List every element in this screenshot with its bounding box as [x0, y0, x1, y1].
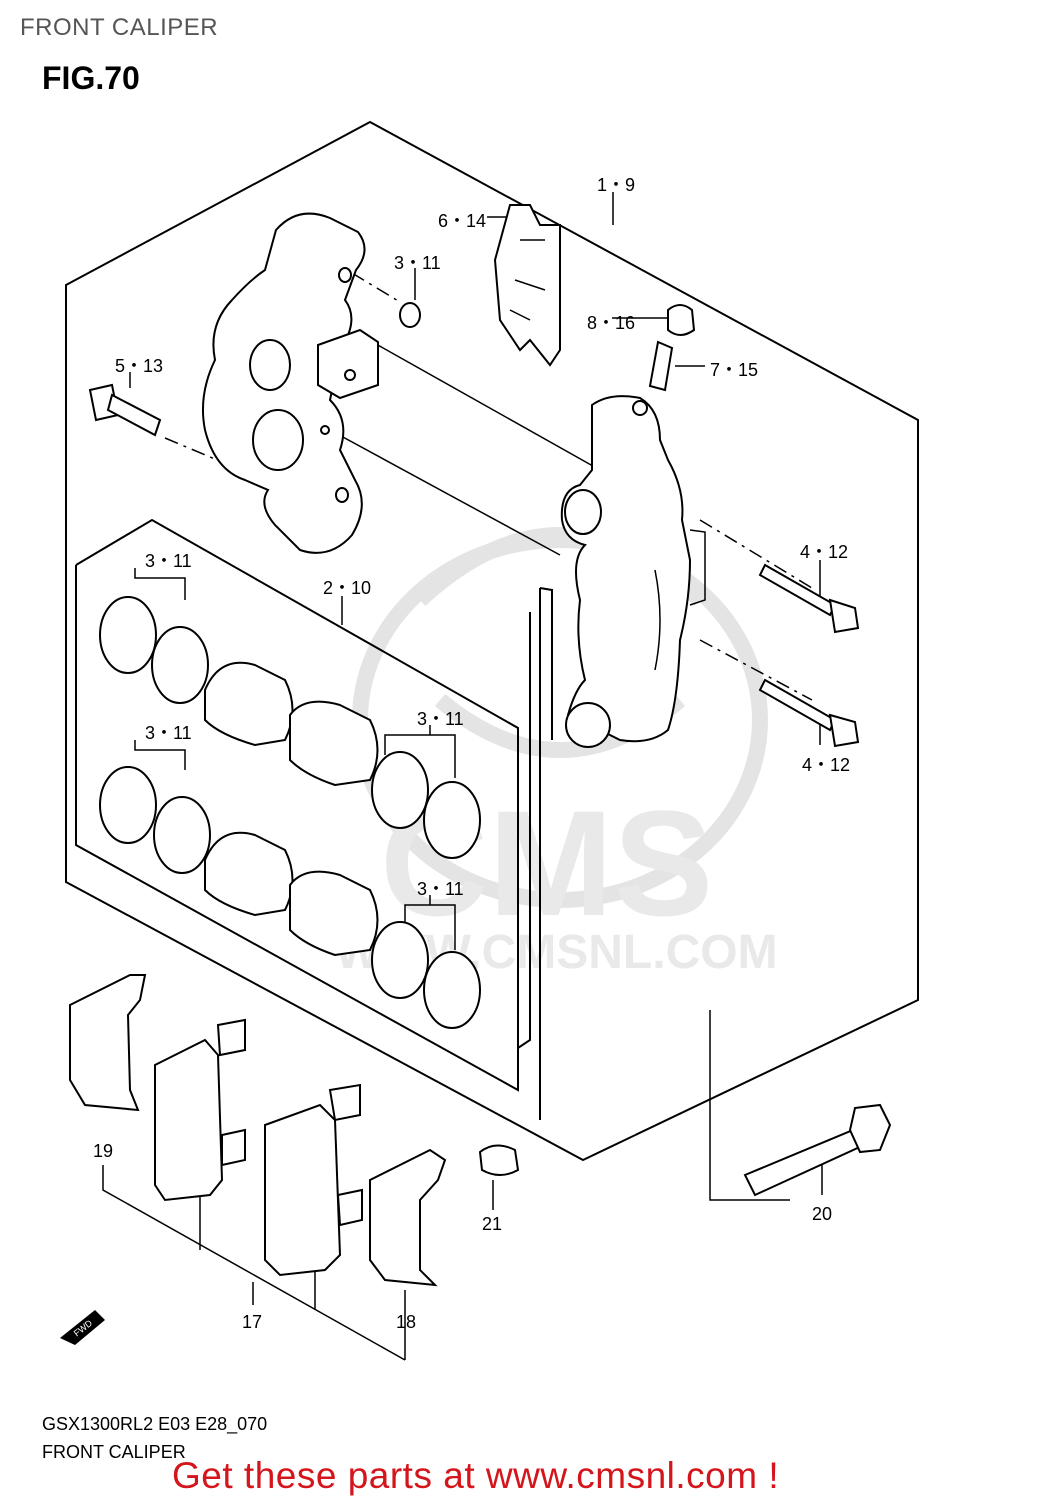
- callout-1-9: 1・9: [597, 175, 636, 195]
- brake-pad-left: [154, 1038, 224, 1202]
- callout-21: 21: [482, 1214, 503, 1234]
- callout-20: 20: [812, 1204, 833, 1224]
- callout-3-11-left-upper: 3・11: [145, 551, 192, 571]
- brake-pad-right: [264, 1103, 342, 1277]
- callout-4-12-lower: 4・12: [802, 755, 851, 775]
- callout-3-11-right-lower: 3・11: [417, 879, 464, 899]
- callout-18: 18: [396, 1312, 417, 1332]
- callout-7-15: 7・15: [710, 360, 759, 380]
- bleeder-valve: [648, 340, 674, 392]
- callout-3-11-right-upper: 3・11: [417, 709, 464, 729]
- washer-top: [399, 302, 421, 328]
- mounting-bolt-20: [743, 1103, 892, 1197]
- footer-title: FRONT CALIPER: [42, 1442, 186, 1462]
- callout-2-10: 2・10: [323, 578, 372, 598]
- callout-19: 19: [93, 1141, 114, 1161]
- caliper-body-right: [560, 395, 706, 748]
- piston-seals: [99, 596, 481, 1029]
- mounting-bolt-5: [88, 383, 162, 437]
- figure-label: FIG.70: [42, 60, 140, 96]
- pad-spring: [493, 204, 561, 367]
- piston-group-boundary: [75, 518, 531, 1092]
- spacer-collar: [478, 1144, 520, 1176]
- leader-lines: [102, 192, 823, 1361]
- pad-shim-18: [369, 1148, 447, 1287]
- pad-shim-19: [69, 974, 147, 1112]
- callout-5-13: 5・13: [115, 356, 164, 376]
- callout-4-12-upper: 4・12: [800, 542, 849, 562]
- assembly-boundary: [65, 120, 919, 1162]
- caliper-pin-lower: [758, 678, 860, 748]
- caliper-body-left: [202, 212, 379, 554]
- callout-6-14: 6・14: [438, 211, 487, 231]
- callout-3-11-left-lower: 3・11: [145, 723, 192, 743]
- callout-8-16: 8・16: [587, 313, 636, 333]
- pistons: [204, 661, 379, 957]
- model-code: GSX1300RL2 E03 E28_070: [42, 1414, 268, 1434]
- caliper-pin-upper: [758, 563, 860, 634]
- bleeder-cap: [667, 304, 696, 336]
- fwd-direction-badge: FWD: [60, 1310, 105, 1345]
- callout-3-11-top: 3・11: [394, 253, 441, 273]
- promo-link[interactable]: Get these parts at www.cmsnl.com !: [172, 1455, 780, 1496]
- callout-17: 17: [242, 1312, 263, 1332]
- page-header-title: FRONT CALIPER: [20, 14, 219, 41]
